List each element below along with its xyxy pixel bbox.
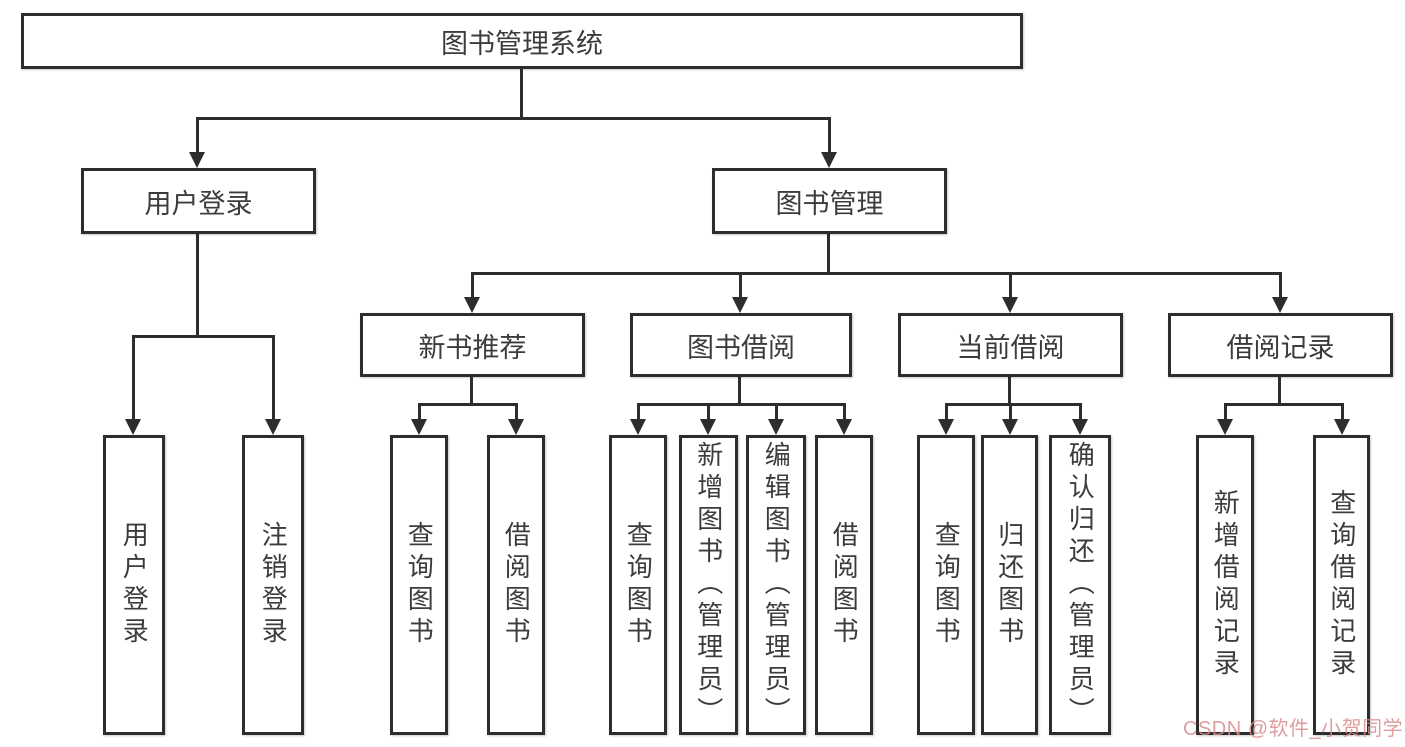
node-current-borrowing: 当前借阅 xyxy=(898,313,1123,377)
connector-arrow-down-icon xyxy=(630,419,646,435)
connector-line xyxy=(1224,403,1344,406)
leaf-add-books-admin-label: 新增图书（管理员） xyxy=(693,441,724,729)
node-new-book-recommend-label: 新书推荐 xyxy=(418,332,527,363)
connector-line xyxy=(515,403,518,421)
leaf-query-borrow-record: 查询借阅记录 xyxy=(1313,435,1370,735)
connector-line xyxy=(738,377,741,403)
connector-arrow-down-icon xyxy=(508,419,524,435)
leaf-borrow-books: 借阅图书 xyxy=(815,435,873,735)
connector-line xyxy=(827,233,830,272)
leaf-logout-label: 注销登录 xyxy=(258,521,289,649)
leaf-add-borrow-record: 新增借阅记录 xyxy=(1196,435,1254,735)
connector-line xyxy=(196,234,199,335)
connector-line xyxy=(471,272,1282,275)
node-book-borrowing-label: 图书借阅 xyxy=(687,332,795,363)
connector-line xyxy=(471,272,474,301)
connector-arrow-down-icon xyxy=(1334,419,1350,435)
leaf-edit-books-admin-label: 编辑图书（管理员） xyxy=(761,441,792,729)
connector-line xyxy=(1079,403,1082,421)
connector-line xyxy=(1279,272,1282,301)
connector-arrow-down-icon xyxy=(1002,419,1018,435)
node-user-login: 用户登录 xyxy=(81,168,316,234)
leaf-confirm-return-admin: 确认归还（管理员） xyxy=(1049,435,1111,735)
connector-line xyxy=(1224,403,1227,421)
leaf-query-borrow-record-label: 查询借阅记录 xyxy=(1326,489,1357,681)
node-borrow-records-label: 借阅记录 xyxy=(1226,332,1335,363)
connector-arrow-down-icon xyxy=(938,419,954,435)
leaf-edit-books-admin: 编辑图书（管理员） xyxy=(746,435,806,735)
node-book-management-label: 图书管理 xyxy=(775,188,884,219)
leaf-add-books-admin: 新增图书（管理员） xyxy=(679,435,738,735)
connector-line xyxy=(843,403,846,421)
connector-line xyxy=(945,403,1082,406)
connector-arrow-down-icon xyxy=(1217,419,1233,435)
connector-arrow-down-icon xyxy=(1272,297,1288,313)
connector-arrow-down-icon xyxy=(1002,297,1018,313)
leaf-borrow-books-recommend-label: 借阅图书 xyxy=(501,521,532,649)
leaf-logout: 注销登录 xyxy=(242,435,304,735)
csdn-watermark: CSDN @软件_小贺同学 xyxy=(1183,718,1404,740)
node-current-borrowing-label: 当前借阅 xyxy=(956,332,1065,363)
leaf-return-books-label: 归还图书 xyxy=(994,521,1025,649)
connector-line xyxy=(1278,377,1281,403)
connector-line xyxy=(470,377,473,403)
leaf-query-books-recommend-label: 查询图书 xyxy=(404,521,435,649)
node-root-label: 图书管理系统 xyxy=(441,28,603,59)
connector-line xyxy=(707,403,710,421)
leaf-borrow-books-recommend: 借阅图书 xyxy=(487,435,545,735)
connector-arrow-down-icon xyxy=(411,419,427,435)
leaf-borrow-books-label: 借阅图书 xyxy=(829,521,860,649)
connector-arrow-down-icon xyxy=(700,419,716,435)
connector-arrow-down-icon xyxy=(464,297,480,313)
leaf-add-borrow-record-label: 新增借阅记录 xyxy=(1210,489,1241,681)
connector-arrow-down-icon xyxy=(732,297,748,313)
leaf-confirm-return-admin-label: 确认归还（管理员） xyxy=(1065,441,1096,729)
leaf-query-books-recommend: 查询图书 xyxy=(390,435,448,735)
leaf-query-books-current: 查询图书 xyxy=(917,435,975,735)
leaf-user-login: 用户登录 xyxy=(103,435,165,735)
connector-line xyxy=(945,403,948,421)
node-book-borrowing: 图书借阅 xyxy=(630,313,852,377)
connector-line xyxy=(1341,403,1344,421)
connector-arrow-down-icon xyxy=(265,419,281,435)
leaf-user-login-label: 用户登录 xyxy=(119,521,150,649)
node-user-login-label: 用户登录 xyxy=(144,188,253,219)
connector-line xyxy=(637,403,846,406)
connector-arrow-down-icon xyxy=(1072,419,1088,435)
connector-line xyxy=(828,117,831,156)
connector-line xyxy=(637,403,640,421)
connector-line xyxy=(418,403,421,421)
connector-arrow-down-icon xyxy=(768,419,784,435)
node-new-book-recommend: 新书推荐 xyxy=(360,313,585,377)
connector-line xyxy=(1009,403,1012,421)
connector-arrow-down-icon xyxy=(125,419,141,435)
connector-line xyxy=(132,335,135,421)
connector-line xyxy=(418,403,518,406)
connector-line xyxy=(520,69,523,117)
connector-arrow-down-icon xyxy=(189,152,205,168)
leaf-query-books-current-label: 查询图书 xyxy=(931,521,962,649)
connector-line xyxy=(272,335,275,421)
connector-arrow-down-icon xyxy=(821,152,837,168)
node-borrow-records: 借阅记录 xyxy=(1168,313,1393,377)
connector-line xyxy=(196,117,831,120)
node-root: 图书管理系统 xyxy=(21,13,1023,69)
connector-line xyxy=(739,272,742,301)
connector-line xyxy=(196,117,199,156)
connector-line xyxy=(1009,272,1012,301)
leaf-query-books-borrowing-label: 查询图书 xyxy=(623,521,654,649)
connector-line xyxy=(1008,377,1011,403)
leaf-return-books: 归还图书 xyxy=(981,435,1038,735)
connector-arrow-down-icon xyxy=(836,419,852,435)
connector-line xyxy=(775,403,778,421)
node-book-management: 图书管理 xyxy=(712,168,947,234)
connector-line xyxy=(132,335,275,338)
leaf-query-books-borrowing: 查询图书 xyxy=(609,435,667,735)
